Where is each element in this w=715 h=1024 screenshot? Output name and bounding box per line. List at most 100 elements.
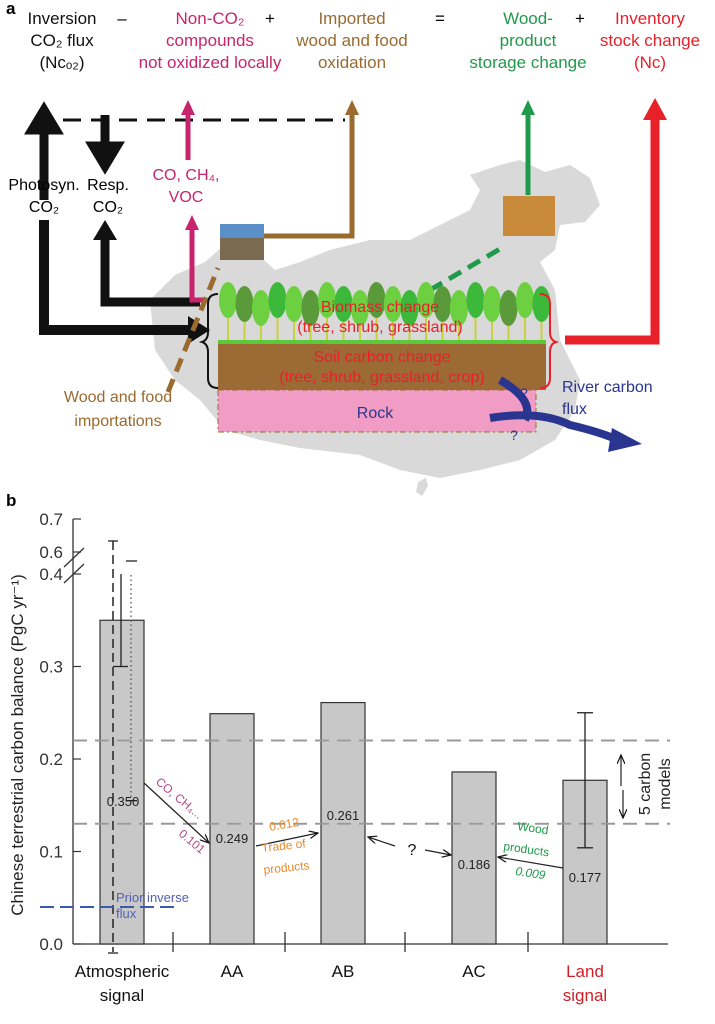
text-line: oxidation	[318, 53, 386, 72]
annotation-wood-label: Wood	[517, 819, 550, 837]
tree-crown	[483, 286, 501, 322]
text-line: (tree, shrub, grassland, crop)	[279, 369, 484, 386]
text-line: Non-CO₂	[176, 9, 245, 28]
timber-photo-sky	[220, 224, 264, 238]
imported-oxidation-arrow	[262, 112, 355, 239]
tree-crown	[499, 290, 518, 326]
text-line: wood and food	[295, 31, 408, 50]
grass-strip	[218, 340, 546, 346]
text-line: storage change	[469, 53, 586, 72]
text-line: CO, CH₄,	[153, 167, 220, 184]
tree-crown	[466, 282, 485, 318]
value-label: 0.350	[107, 794, 140, 809]
inventory-arrowhead	[643, 98, 667, 120]
value-label: 0.177	[569, 870, 602, 885]
text-line: (tree, shrub, grassland)	[297, 319, 462, 336]
bar	[451, 771, 497, 945]
resp-arrowhead	[93, 220, 117, 240]
text-line: 5 carbon	[637, 753, 654, 815]
text-line: signal	[100, 986, 144, 1005]
biomass-change-label: Biomass change(tree, shrub, grassland)	[297, 299, 462, 336]
arrow-land-to-ac	[498, 857, 564, 869]
text-line: models	[657, 758, 674, 810]
wood-dashed-arrow	[428, 243, 507, 293]
tree-crown	[384, 286, 402, 322]
tree-crown	[400, 290, 419, 326]
text-line: (Nᴄₒ₂)	[39, 53, 84, 72]
photosyn-label: Photosyn.CO₂	[8, 177, 79, 216]
panel-b-label: b	[6, 491, 16, 510]
rock-label: Rock	[357, 405, 394, 422]
tree-crown	[219, 282, 237, 318]
arrow-question-to-ac	[424, 850, 451, 855]
imported-oxidation-arrowhead	[345, 100, 359, 115]
annotation-trade-label: Trade of	[261, 836, 307, 855]
tree-crown	[450, 290, 468, 326]
arrow-question-to-ab	[368, 837, 396, 847]
text-line: CO₂	[93, 199, 123, 216]
text-line: Photosyn.	[8, 177, 79, 194]
y-tick-label: 0.0	[39, 935, 63, 954]
text-line: Wood-	[503, 9, 553, 28]
soil-carbon-change-label: Soil carbon change (tree, shrub, grasslan…	[279, 349, 484, 386]
tree-crown	[334, 286, 353, 322]
arrow-atm-to-aa	[143, 782, 209, 843]
taiwan-island	[416, 478, 428, 496]
soil-layer	[218, 344, 546, 390]
text-line: VOC	[169, 189, 204, 206]
text-line: importations	[74, 413, 161, 430]
x-category-label: AC	[462, 962, 486, 981]
text-line: Inventory	[615, 9, 685, 28]
annotation-non-co2-value: 0.101	[176, 827, 208, 857]
y-tick-label: 0.7	[39, 510, 63, 529]
text-line: Soil carbon change	[314, 349, 451, 366]
text-line: Resp.	[87, 177, 129, 194]
value-label: 0.249	[216, 831, 249, 846]
text-line: Wood and food	[64, 389, 172, 406]
text-line: (Nᴄ)	[634, 53, 666, 72]
river-question-mark-2: ?	[510, 427, 518, 443]
text-line: Imported	[318, 9, 385, 28]
annotation-wood-label: products	[503, 839, 551, 859]
arrow-aa-to-ab	[255, 833, 318, 847]
river-carbon-flux-label: River carbon flux	[562, 379, 653, 418]
tree-crown	[516, 282, 534, 318]
annotation-question: ?	[408, 842, 417, 859]
text-line: not oxidized locally	[139, 53, 282, 72]
text-line: AA	[221, 962, 244, 981]
panel-a-label: a	[6, 0, 16, 18]
text-line: Land	[566, 962, 604, 981]
tree-crown	[417, 282, 435, 318]
text-line: AB	[332, 962, 355, 981]
annotation-trade-value: 0.012	[268, 815, 300, 834]
non-co2-upper-arrowhead	[181, 100, 195, 115]
y-tick-label: 0.1	[39, 843, 63, 862]
x-category-label: Atmospheric signal	[75, 962, 170, 1005]
value-label: 0.186	[458, 857, 491, 872]
river-question-mark-1: ?	[520, 385, 528, 401]
furniture-photo	[503, 196, 555, 236]
equation-operator: –	[117, 9, 127, 28]
equation-term: Imported wood and food oxidation	[295, 9, 408, 72]
text-line: Atmospheric	[75, 962, 170, 981]
wood-storage-arrowhead	[521, 100, 535, 115]
text-line: flux	[562, 401, 587, 418]
tree-crown	[532, 286, 551, 322]
axis-break-mark	[63, 547, 85, 568]
text-line: compounds	[166, 31, 254, 50]
equation-operator: +	[265, 9, 275, 28]
x-category-label: AA	[221, 962, 244, 981]
text-line: flux	[116, 906, 137, 921]
import-dashed-arrow	[165, 267, 221, 393]
text-line: Inversion	[28, 9, 97, 28]
text-line: CO₂ flux	[30, 31, 94, 50]
photosyn-flow	[39, 220, 190, 335]
text-line: River carbon	[562, 379, 653, 396]
